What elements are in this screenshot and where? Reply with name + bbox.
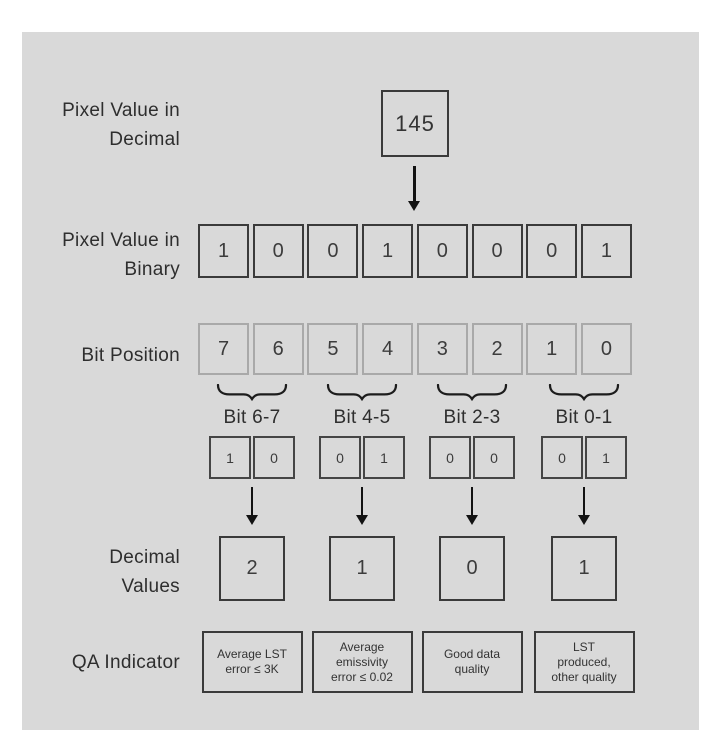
underbrace-icon: [548, 384, 620, 401]
bit-pair-cell: 1: [585, 436, 627, 479]
bit-position-cell: 4: [362, 323, 414, 375]
binary-bit-cell: 0: [252, 224, 304, 278]
bit-group-6-7: Bit 6-7 1 0 2 Average LST error ≤ 3K: [196, 384, 308, 693]
qa-indicator-box: Average emissivity error ≤ 0.02: [311, 631, 413, 693]
qa-indicator-box: LST produced, other quality: [533, 631, 635, 693]
underbrace-icon: [326, 384, 398, 401]
down-arrow-icon: [250, 487, 254, 516]
binary-bit-cell: 0: [471, 224, 523, 278]
decimal-value-box: 1: [329, 536, 395, 601]
bit-group-0-1: Bit 0-1 0 1 1 LST produced, other qualit…: [528, 384, 640, 693]
qa-line: quality: [454, 662, 490, 676]
label-line: Binary: [124, 259, 180, 280]
binary-bit-cell: 0: [526, 224, 578, 278]
label-line: Decimal: [109, 547, 180, 568]
binary-bits-row: 1 0 0 1 0 0 0 1: [198, 224, 632, 278]
qa-line: produced,: [557, 654, 611, 669]
decimal-value-box: 2: [219, 536, 285, 601]
underbrace-icon: [216, 384, 288, 401]
label-line: Values: [121, 576, 180, 597]
bit-pair-cell: 0: [473, 436, 515, 479]
label-line: Bit Position: [81, 345, 180, 366]
bit-pair-cell: 0: [429, 436, 471, 479]
bit-position-cell: 5: [307, 323, 359, 375]
bit-pair: 0 1: [541, 436, 627, 479]
label-line: Pixel Value in: [62, 100, 180, 121]
bit-group-2-3: Bit 2-3 0 0 0 Good data quality: [416, 384, 528, 693]
bit-group-label: Bit 0-1: [555, 407, 613, 428]
qa-indicator-box: Good data quality: [421, 631, 523, 693]
binary-bit-cell: 0: [307, 224, 359, 278]
down-arrow-icon: [360, 487, 364, 516]
binary-bit-cell: 0: [416, 224, 468, 278]
qa-indicator-box: Average LST error ≤ 3K: [201, 631, 303, 693]
bit-group-label: Bit 2-3: [443, 407, 501, 428]
bit-position-cell: 0: [580, 323, 632, 375]
qa-bit-decoding-diagram: Pixel Value in Decimal 145 Pixel Value i…: [22, 32, 699, 730]
label-line: Pixel Value in: [62, 230, 180, 251]
bit-pair-cell: 0: [541, 436, 583, 479]
bit-pair-cell: 0: [319, 436, 361, 479]
qa-line: Average: [339, 639, 385, 654]
bit-group-label: Bit 6-7: [223, 407, 281, 428]
decimal-value-box: 0: [439, 536, 505, 601]
qa-line: other quality: [551, 669, 617, 684]
bit-position-row: 7 6 5 4 3 2 1 0: [198, 323, 632, 375]
bit-position-cell: 2: [471, 323, 523, 375]
bit-pair: 1 0: [209, 436, 295, 479]
bit-position-cell: 7: [198, 323, 249, 375]
down-arrow-icon: [582, 487, 586, 516]
bit-pair: 0 0: [429, 436, 515, 479]
qa-line: Average LST: [217, 647, 287, 661]
pixel-decimal-value-box: 145: [381, 90, 449, 157]
decimal-value-box: 1: [551, 536, 617, 601]
bit-pair-cell: 0: [253, 436, 295, 479]
bit-group-4-5: Bit 4-5 0 1 1 Average emissivity error ≤…: [306, 384, 418, 693]
qa-line: error ≤ 3K: [225, 662, 279, 676]
row-label-pixel-value-binary: Pixel Value in Binary: [22, 226, 180, 284]
bit-pair-cell: 1: [363, 436, 405, 479]
qa-line: emissivity: [335, 654, 388, 669]
label-line: QA Indicator: [71, 652, 180, 673]
row-label-qa-indicator: QA Indicator: [22, 648, 180, 677]
bit-pair-cell: 1: [209, 436, 251, 479]
bit-position-cell: 1: [526, 323, 578, 375]
binary-bit-cell: 1: [362, 224, 414, 278]
binary-bit-cell: 1: [580, 224, 632, 278]
qa-line: LST: [572, 639, 595, 654]
label-line: Decimal: [109, 129, 180, 150]
qa-line: error ≤ 0.02: [331, 669, 393, 684]
row-label-decimal-values: Decimal Values: [22, 543, 180, 601]
down-arrow-icon: [470, 487, 474, 516]
bit-position-cell: 3: [416, 323, 468, 375]
down-arrow-icon: [413, 166, 416, 202]
row-label-bit-position: Bit Position: [22, 341, 180, 370]
bit-pair: 0 1: [319, 436, 405, 479]
qa-line: Good data: [443, 647, 501, 661]
row-label-pixel-value-decimal: Pixel Value in Decimal: [22, 96, 180, 154]
binary-bit-cell: 1: [198, 224, 249, 278]
underbrace-icon: [436, 384, 508, 401]
bit-position-cell: 6: [252, 323, 304, 375]
bit-group-label: Bit 4-5: [333, 407, 391, 428]
